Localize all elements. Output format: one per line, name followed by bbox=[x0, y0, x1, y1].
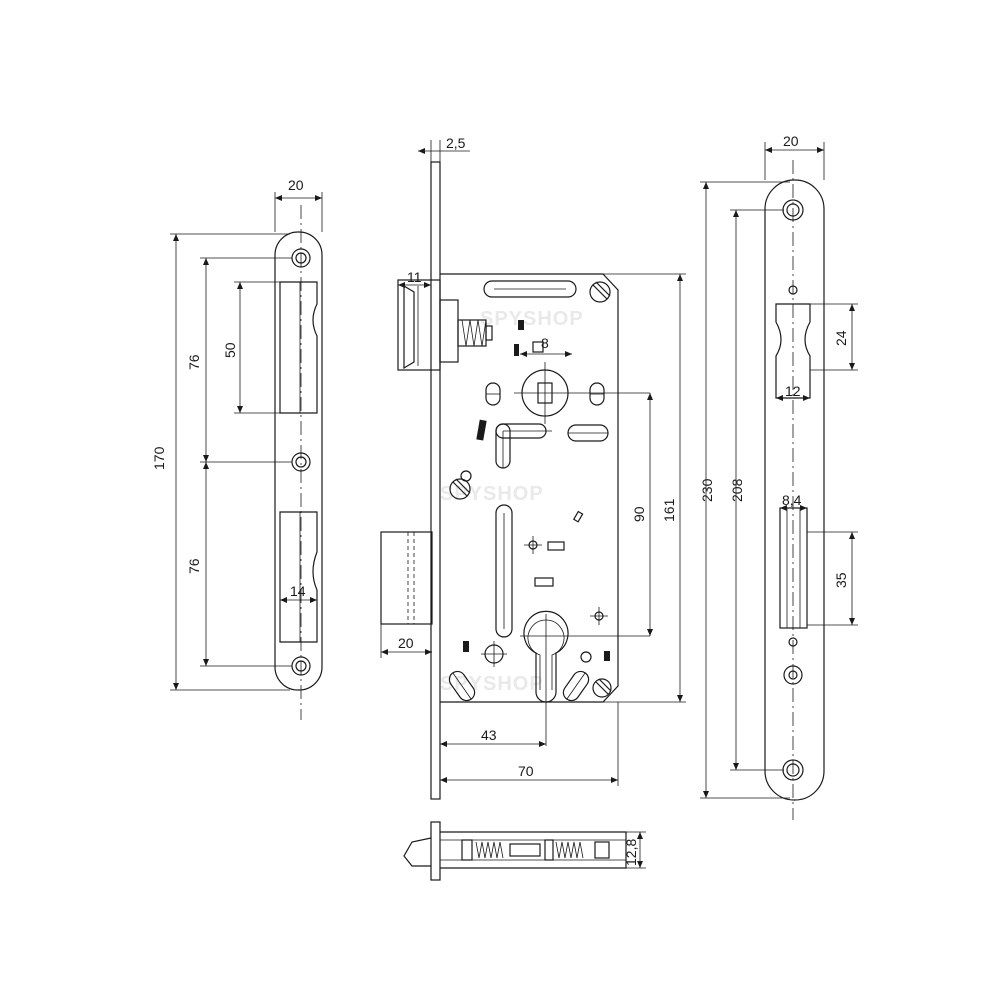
dead-bolt bbox=[380, 531, 433, 625]
bolt-opening bbox=[279, 511, 318, 643]
dimension-label: 11 bbox=[407, 269, 422, 285]
screw-hole bbox=[783, 665, 803, 685]
latch-opening bbox=[279, 281, 318, 414]
lock-top-view bbox=[403, 821, 627, 881]
faceplate bbox=[764, 160, 825, 820]
dimension-label: 208 bbox=[729, 478, 745, 502]
dimension-label: 90 bbox=[631, 506, 647, 522]
lever bbox=[476, 419, 552, 469]
dimension-label: 20 bbox=[288, 177, 304, 193]
dimension-label: 2,5 bbox=[446, 135, 466, 151]
dimension-label: 43 bbox=[481, 727, 497, 743]
dimension-label: 170 bbox=[151, 446, 167, 470]
lock-case bbox=[440, 273, 619, 703]
dimension-label: 76 bbox=[186, 354, 202, 370]
dimension-label: 50 bbox=[222, 342, 238, 358]
faceplate-outline bbox=[764, 179, 825, 801]
latch-bolt bbox=[397, 279, 493, 371]
bolt-window bbox=[779, 507, 808, 629]
strike-plate bbox=[274, 205, 323, 720]
screw bbox=[589, 281, 611, 303]
dimension-label: 35 bbox=[833, 572, 849, 588]
strike-plate-outline bbox=[274, 231, 323, 691]
dimension-label: 161 bbox=[661, 498, 677, 522]
spindle-hub bbox=[514, 362, 650, 424]
dimension-label: 20 bbox=[783, 133, 799, 149]
screw bbox=[592, 678, 612, 698]
watermark-text: SPYSHOP bbox=[440, 673, 544, 695]
lock-body: 8 bbox=[380, 161, 650, 800]
dimension-label: 70 bbox=[518, 763, 534, 779]
dimension-label: 12,8 bbox=[623, 839, 639, 866]
faceplate-dimensions: 20 230 208 24 12 8,4 35 bbox=[699, 133, 858, 799]
dimension-label: 20 bbox=[398, 635, 414, 651]
strike-plate-dimensions: 20 170 76 76 50 14 bbox=[151, 177, 323, 691]
screw bbox=[449, 478, 471, 500]
dimension-label: 8,4 bbox=[782, 492, 802, 508]
lock-forend bbox=[430, 161, 441, 800]
cylinder-cutout bbox=[520, 610, 650, 746]
dimension-label: 24 bbox=[833, 330, 849, 346]
watermark-text: SPYSHOP bbox=[480, 308, 584, 330]
slot bbox=[483, 280, 577, 298]
dimension-label: 8 bbox=[541, 335, 549, 351]
dimension-label: 14 bbox=[290, 583, 306, 599]
lock-body-dimensions: 2,5 11 90 161 20 43 70 bbox=[380, 135, 686, 786]
watermark-text: SPYSHOP bbox=[440, 483, 544, 505]
dimension-label: 230 bbox=[699, 478, 715, 502]
dimension-label: 76 bbox=[186, 558, 202, 574]
dimension-label: 12 bbox=[785, 383, 801, 399]
top-view-dimensions: 12,8 bbox=[623, 831, 646, 869]
slot bbox=[495, 504, 513, 638]
